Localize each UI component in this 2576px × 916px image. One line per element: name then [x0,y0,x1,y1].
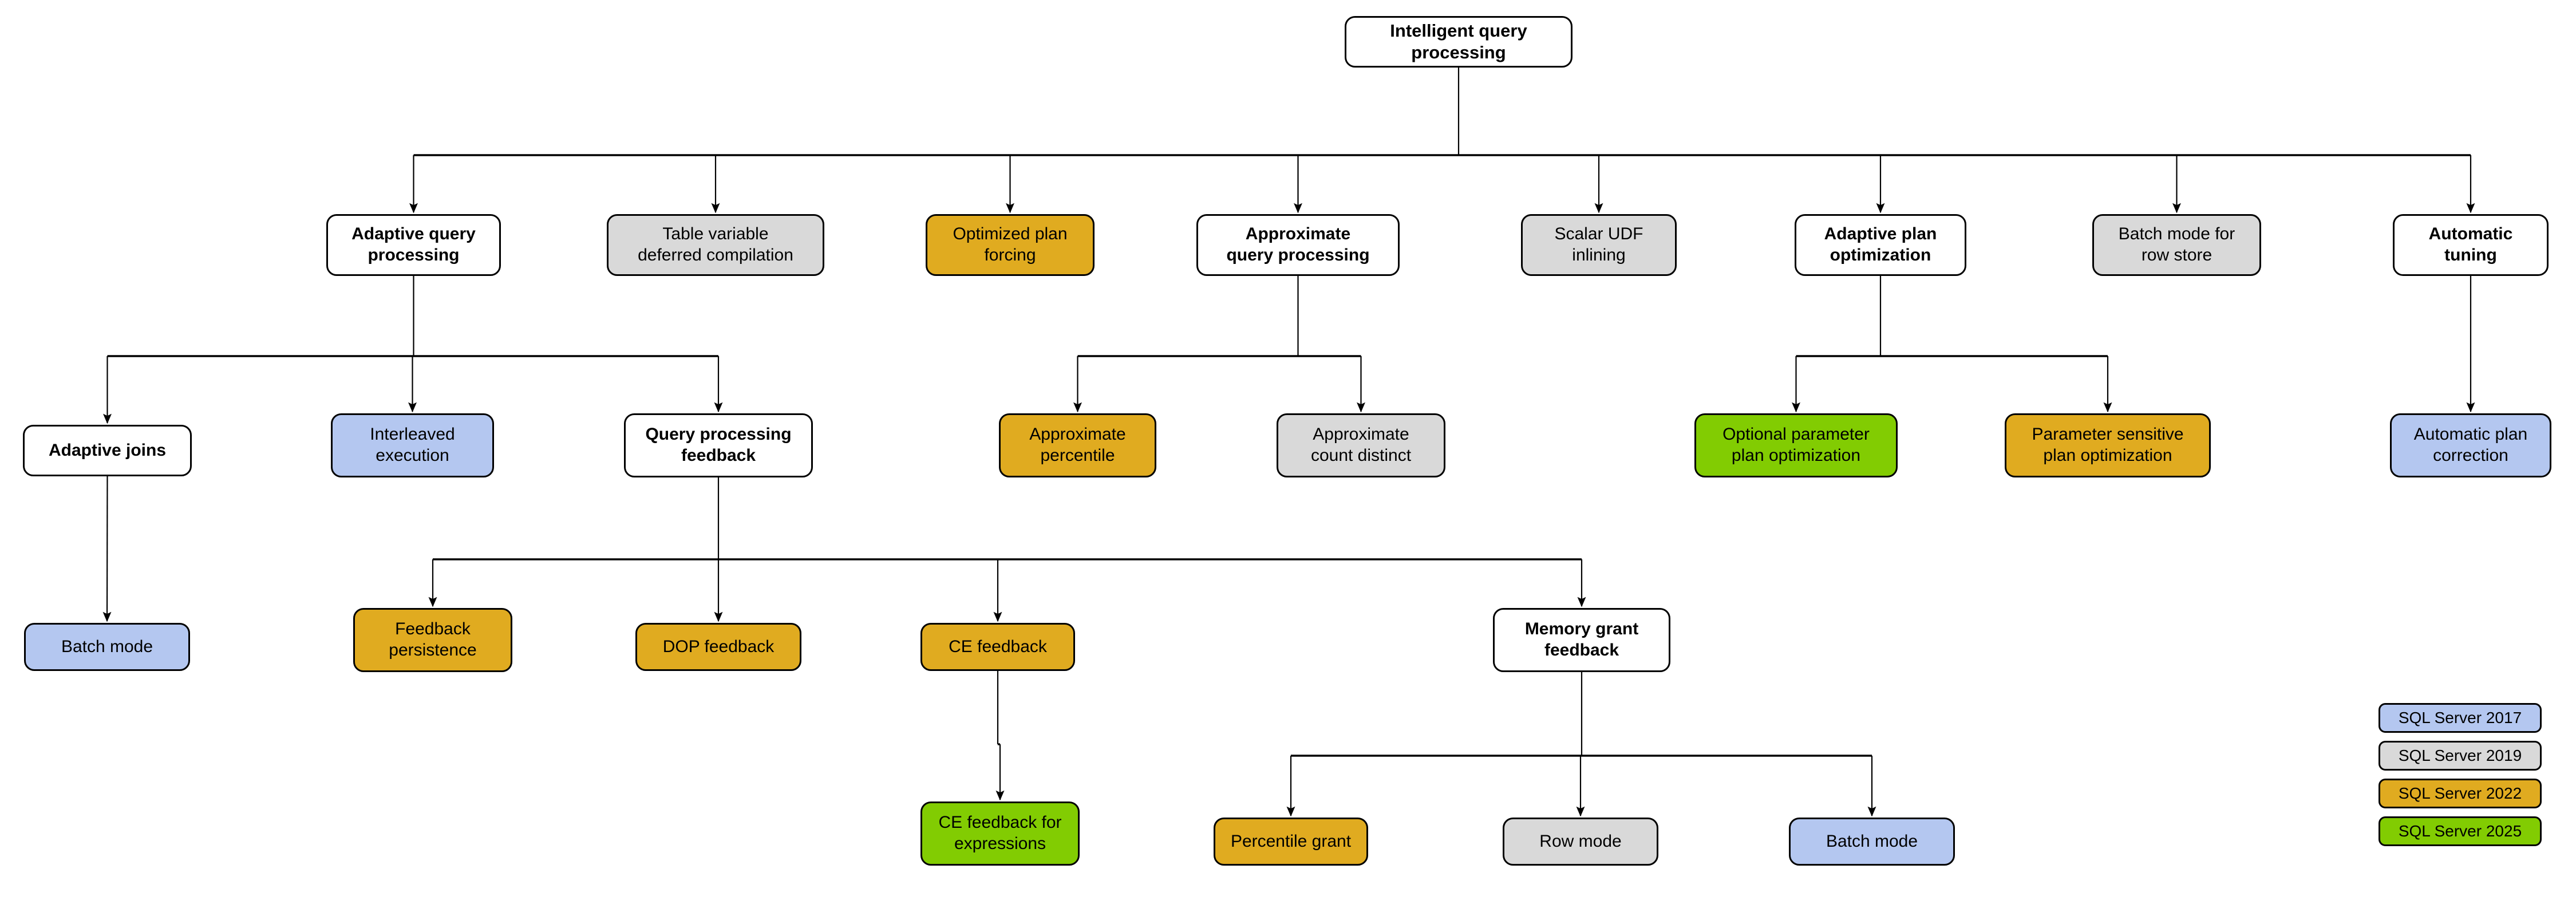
node-pgrant[interactable]: Percentile grant [1214,818,1368,866]
node-ajoins[interactable]: Adaptive joins [23,425,192,476]
node-dopfb[interactable]: DOP feedback [635,623,801,671]
node-opf[interactable]: Optimized plan forcing [926,214,1095,276]
node-rowmode[interactable]: Row mode [1503,818,1658,866]
node-udf[interactable]: Scalar UDF inlining [1521,214,1677,276]
node-ilx[interactable]: Interleaved execution [331,413,494,477]
node-apq[interactable]: Approximate query processing [1196,214,1400,276]
node-cefbexpr[interactable]: CE feedback for expressions [920,802,1080,866]
node-oppo[interactable]: Optional parameter plan optimization [1694,413,1898,477]
node-aqp[interactable]: Adaptive query processing [326,214,501,276]
node-apc[interactable]: Automatic plan correction [2390,413,2551,477]
legend-item-sql-server-2022: SQL Server 2022 [2379,779,2542,808]
node-bmode1[interactable]: Batch mode [24,623,190,671]
legend-item-sql-server-2019: SQL Server 2019 [2379,741,2542,771]
legend-item-sql-server-2017: SQL Server 2017 [2379,703,2542,733]
node-fbpers[interactable]: Feedback persistence [353,608,512,672]
node-cefb[interactable]: CE feedback [920,623,1075,671]
node-apo[interactable]: Adaptive plan optimization [1795,214,1966,276]
node-root[interactable]: Intelligent query processing [1345,16,1573,68]
node-bmode2[interactable]: Batch mode [1789,818,1955,866]
node-qpf[interactable]: Query processing feedback [624,413,813,477]
node-autotune[interactable]: Automatic tuning [2393,214,2549,276]
node-bmrs[interactable]: Batch mode for row store [2092,214,2261,276]
legend-item-sql-server-2025: SQL Server 2025 [2379,816,2542,846]
node-pspo[interactable]: Parameter sensitive plan optimization [2005,413,2211,477]
node-mgf[interactable]: Memory grant feedback [1493,608,1670,672]
edge-ajoins-bmode1 [102,476,112,622]
node-tvdc[interactable]: Table variable deferred compilation [607,214,824,276]
node-apct[interactable]: Approximate percentile [999,413,1156,477]
node-acd[interactable]: Approximate count distinct [1277,413,1445,477]
